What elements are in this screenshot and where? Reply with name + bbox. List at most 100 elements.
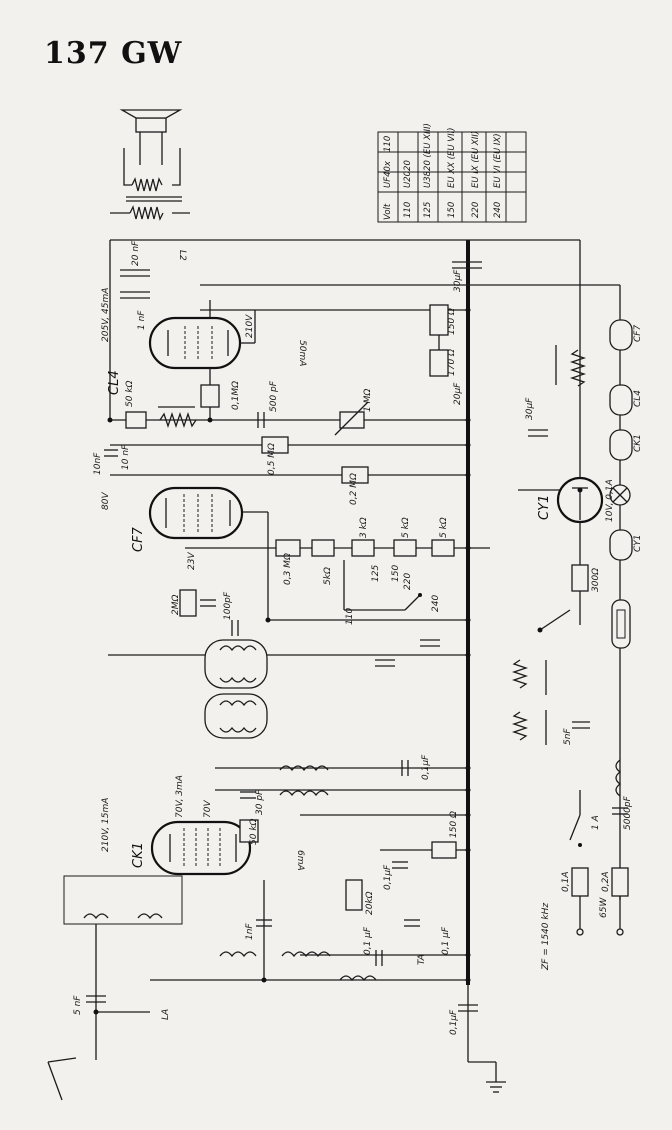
cl4-anode-voltage: 210V [245, 314, 255, 338]
label-mains: 65W [599, 897, 609, 918]
label-r-300: 300Ω [591, 568, 601, 592]
table-cell: 240 [493, 202, 503, 218]
label-c-5000pf: 5000pF [623, 795, 633, 830]
label-r-50k: 50 kΩ [125, 380, 135, 407]
label-r-03m: 0,3 MΩ [283, 553, 293, 585]
if-transformer-1 [204, 639, 268, 689]
table-cell: 220 [471, 202, 481, 218]
tap-110[interactable]: 110 [345, 608, 355, 625]
label-c-5nf: 5 nF [73, 995, 83, 1015]
label-c-filter-3: 30μF [525, 397, 535, 420]
svg-text:CK1: CK1 [633, 434, 643, 452]
label-coil: L2 [177, 250, 187, 261]
table-cell: 125 [423, 202, 433, 218]
label-r-02m: 0,2 MΩ [349, 473, 359, 505]
label-c-top-3: 10 nF [121, 444, 131, 470]
label-r-05m: 0,5 MΩ [267, 443, 277, 475]
label-switch: 1 A [591, 815, 601, 830]
label-r-5k-c: 5kΩ [323, 567, 333, 585]
if-note: ZF = 1540 kHz [541, 903, 551, 971]
mains-choke [615, 759, 622, 797]
resistor-150-b [431, 841, 457, 859]
svg-text:CF7: CF7 [633, 325, 643, 342]
voltage-selector[interactable]: 110 125 150 220 240 [343, 560, 441, 625]
table-cell: EU XX (EU VII) [447, 128, 457, 188]
resistor-02m [341, 466, 369, 484]
label-r-50k-b: 50 kΩ [249, 818, 259, 845]
label-r-5k-b: 5 kΩ [439, 517, 449, 538]
label-c-01uf: 0,1μF [421, 754, 431, 780]
cf7-voltage: 80V [101, 492, 111, 510]
table-cell: 110 [383, 136, 393, 152]
resistor-05m [261, 436, 289, 454]
label-c-5nf-b: 5nF [563, 728, 573, 745]
tube-label-ck1: CK1 [131, 842, 146, 868]
label-c-100pf: 100pF [223, 591, 233, 620]
label-c-01uf-d: 0,1 μF [441, 926, 451, 955]
svg-text:CY1: CY1 [633, 534, 643, 552]
label-r-2m: 2MΩ [171, 595, 181, 615]
resistor-5k-a [393, 539, 417, 557]
tap-125[interactable]: 125 [371, 565, 381, 582]
label-lamp: 10V, 0,1A [605, 479, 615, 522]
label-r-150-b: 150 Ω [449, 811, 459, 838]
label-c-01uf-c: 0,1 μF [363, 926, 373, 955]
coil-input-1 [219, 951, 257, 958]
tap-240[interactable]: 240 [431, 595, 441, 612]
label-r-150: 150 Ω [447, 308, 457, 335]
junction-dots [93, 307, 583, 1015]
tube-label-cy1: CY1 [537, 495, 552, 520]
label-c-top-2: 20 nF [131, 240, 141, 266]
resistor-5k-b [431, 539, 455, 557]
tube-label-cf7: CF7 [131, 526, 146, 552]
ck1-supply-note: 210V, 15mA [101, 798, 111, 852]
label-c-top-1: 1 nF [137, 310, 147, 330]
table-cell: U3820 (EU XIII) [423, 123, 433, 188]
label-c-filter-1: 30μF [453, 269, 463, 292]
tap-220[interactable]: 220 [403, 573, 413, 590]
ck1-voltage-2: 70V [203, 800, 213, 818]
ck1-current: 6mA [295, 850, 305, 871]
if-transformer-2 [204, 693, 268, 739]
potentiometer-20k[interactable] [345, 879, 363, 911]
label-c-10nf: 10nF [93, 452, 103, 475]
label-r-5k-a: 5 kΩ [401, 517, 411, 538]
resistor-03m [275, 539, 301, 557]
table-cell: UF40x [383, 160, 393, 188]
label-c-1nf: 1nF [245, 923, 255, 940]
filament-cf7: CF7 [609, 319, 643, 351]
voltage-table: Volt UF40x U2020 U3820 (EU XIII) EU XX (… [377, 123, 527, 223]
tube-ck1 [150, 820, 252, 876]
coil-input-3 [339, 975, 377, 982]
label-r-170: 170 Ω [447, 349, 457, 376]
tap-150[interactable]: 150 [391, 565, 401, 582]
ck1-voltage-1: 70V, 3mA [175, 775, 185, 818]
resistor-grid-cl4 [200, 384, 220, 408]
fuse-2 [611, 867, 629, 897]
label-fuse-2: 0,2A [601, 872, 611, 892]
resistor-50k [125, 411, 147, 429]
tube-cf7 [148, 486, 244, 540]
table-cell: 110 [403, 202, 413, 218]
table-cell: EU VI (EU IX) [493, 133, 503, 188]
resistor-170 [429, 349, 449, 377]
filament-cy1: CY1 [609, 529, 643, 561]
table-header: Volt [383, 203, 393, 220]
filament-ck1: CK1 [609, 429, 643, 461]
label-pot-20k: 20kΩ [365, 891, 375, 915]
coil-input-2 [281, 951, 331, 958]
ground-symbol-icon [486, 1081, 506, 1093]
label-fuse-1: 0,1A [561, 872, 571, 892]
filament-cl4: CL4 [609, 384, 643, 416]
power-switch[interactable] [569, 814, 582, 847]
label-ta: TA [417, 954, 427, 965]
loudspeaker-icon [110, 109, 190, 221]
tube-label-cl4: CL4 [107, 370, 122, 395]
page-title: 137 GW [44, 36, 183, 71]
label-c-500pf: 500 pF [269, 380, 279, 412]
resistor-tube-urdox [611, 599, 631, 649]
resistor-50k-b [239, 819, 259, 843]
selector-switch[interactable] [537, 609, 571, 633]
antenna-coupler [63, 875, 183, 925]
resistor-5k-c [311, 539, 335, 557]
